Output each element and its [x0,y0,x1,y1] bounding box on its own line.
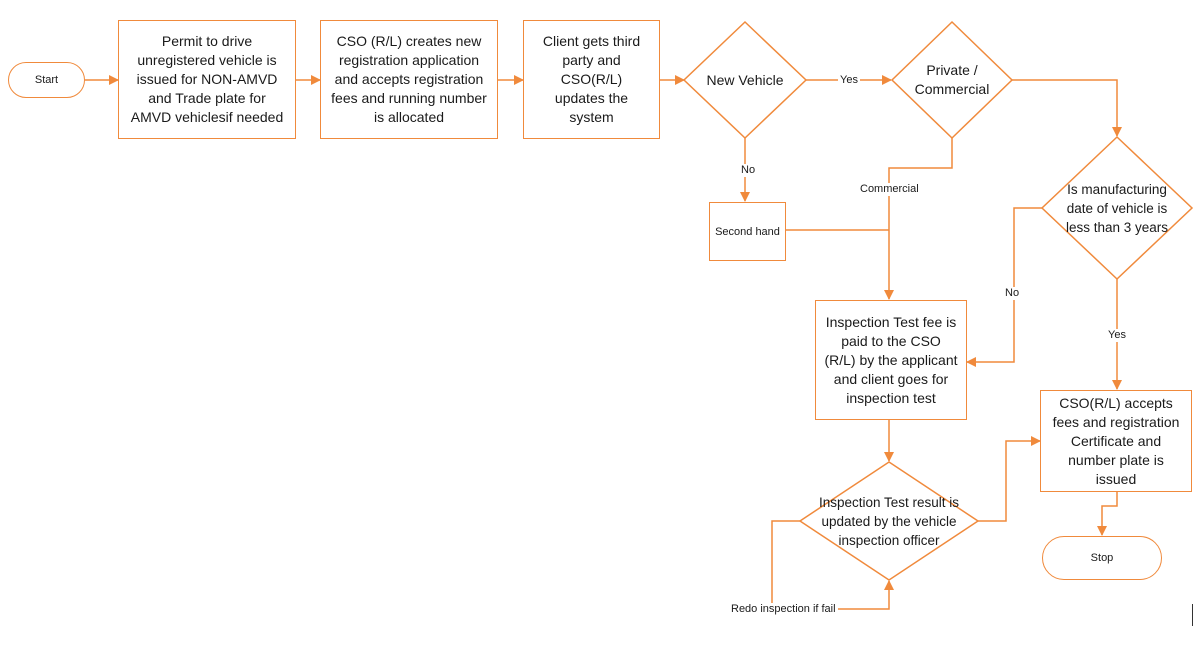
third-party-box: Client gets third party and CSO(R/L) upd… [523,20,660,139]
edge-cso-accepts-to-stop [1097,492,1118,536]
edge-inspection-result-to-cso-accepts [978,436,1041,522]
new-vehicle-label-wrap: New Vehicle [694,60,796,100]
third-party-label: Client gets third party and CSO(R/L) upd… [542,33,641,125]
edge-label-commercial: Commercial [858,183,921,196]
stop-terminal: Stop [1042,536,1162,580]
cso-accepts-label: CSO(R/L) accepts fees and registration C… [1052,394,1180,487]
start-terminal: Start [8,62,85,98]
inspection-result-label-wrap: Inspection Test result is updated by the… [806,491,972,551]
inspection-result-label: Inspection Test result is updated by the… [818,494,960,548]
cso-application-label: CSO (R/L) creates new registration appli… [331,33,487,125]
manufacturing-date-label: Is manufacturing date of vehicle is less… [1065,181,1169,235]
permit-label: Permit to drive unregistered vehicle is … [130,33,284,125]
edge-label-no-new-vehicle: No [739,164,758,177]
cso-accepts-box: CSO(R/L) accepts fees and registration C… [1040,390,1192,492]
private-commercial-label-wrap: Private / Commercial [912,55,992,105]
text-cursor [1192,604,1193,626]
cso-application-box: CSO (R/L) creates new registration appli… [320,20,498,139]
edge-manufacturing-date-no-to-inspection-fee [966,207,1042,367]
private-commercial-label: Private / Commercial [914,62,990,97]
new-vehicle-label: New Vehicle [706,71,784,88]
start-label: Start [34,74,59,86]
second-hand-box: Second hand [709,202,786,261]
edge-label-no-manufacturing-date: No [1003,287,1022,300]
second-hand-label: Second hand [715,225,780,238]
edge-label-yes-new-vehicle: Yes [838,74,860,87]
edge-label-yes-manufacturing-date: Yes [1106,329,1128,342]
edge-label-redo-inspection: Redo inspection if fail [729,603,838,616]
stop-label: Stop [1090,552,1114,564]
permit-box: Permit to drive unregistered vehicle is … [118,20,296,139]
inspection-fee-box: Inspection Test fee is paid to the CSO (… [815,300,967,420]
edge-private-to-manufacturing-date [1012,79,1122,137]
manufacturing-date-label-wrap: Is manufacturing date of vehicle is less… [1055,176,1179,240]
edge-commercial-to-inspection-fee [884,138,953,300]
inspection-fee-label: Inspection Test fee is paid to the CSO (… [824,313,958,406]
